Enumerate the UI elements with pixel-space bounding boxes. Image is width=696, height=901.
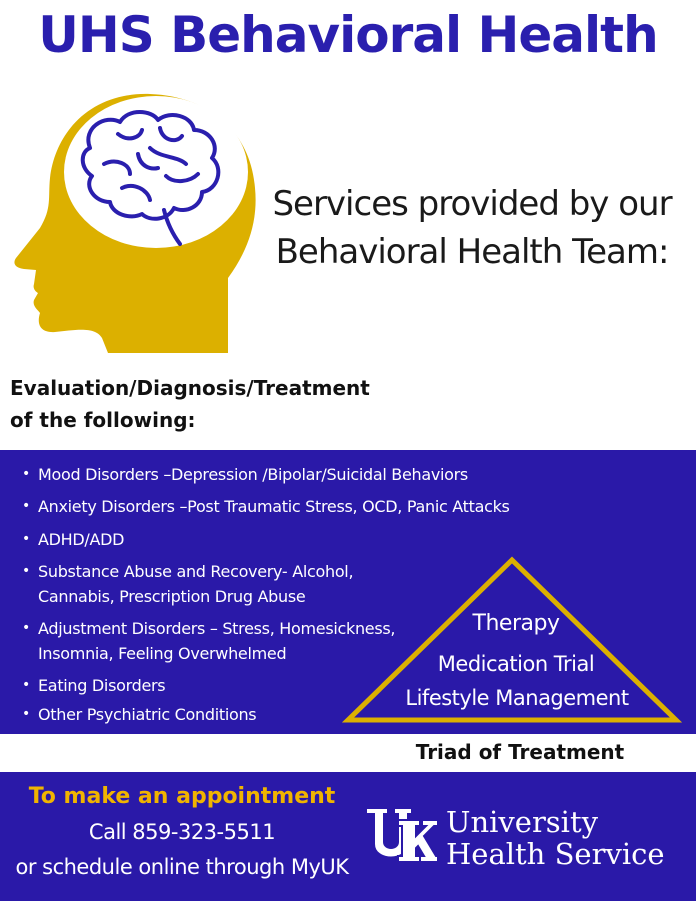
list-item: ADHD/ADD — [22, 527, 125, 552]
list-item: Mood Disorders –Depression /Bipolar/Suic… — [22, 462, 468, 487]
triad-item-therapy: Therapy — [472, 611, 560, 636]
appointment-phone: Call 859-323-5511 — [88, 820, 276, 844]
list-item: Eating Disorders — [22, 673, 166, 698]
evaluation-heading: Evaluation/Diagnosis/Treatment of the fo… — [10, 372, 430, 436]
brain-icon — [80, 110, 221, 246]
head-brain-icon — [14, 93, 256, 353]
list-item: Other Psychiatric Conditions — [22, 702, 257, 727]
appointment-panel — [0, 772, 696, 901]
list-item: Anxiety Disorders –Post Traumatic Stress… — [22, 494, 510, 519]
triad-triangle — [342, 556, 682, 723]
triad-caption: Triad of Treatment — [415, 740, 625, 764]
head-inner-circle — [64, 96, 248, 248]
list-item: Adjustment Disorders – Stress, Homesickn… — [22, 616, 396, 641]
appointment-online: or schedule online through MyUK — [15, 855, 349, 879]
services-line-1: Services provided by our — [272, 184, 672, 224]
list-item-continuation: Insomnia, Feeling Overwhelmed — [38, 644, 287, 663]
services-line-2: Behavioral Health Team: — [275, 232, 670, 272]
appointment-heading: To make an appointment — [28, 784, 336, 809]
triad-item-medication: Medication Trial — [437, 652, 595, 676]
uhs-logo-line-2: Health Service — [446, 837, 665, 871]
uk-logo-icon — [365, 807, 438, 863]
list-item-continuation: Cannabis, Prescription Drug Abuse — [38, 587, 306, 606]
evaluation-line-2: of the following: — [10, 408, 196, 432]
uhs-logo-line-1: University — [446, 805, 598, 839]
triad-item-lifestyle: Lifestyle Management — [405, 686, 629, 710]
list-item: Substance Abuse and Recovery- Alcohol, — [22, 559, 354, 584]
services-heading: Services provided by our Behavioral Heal… — [262, 180, 682, 276]
page-title: UHS Behavioral Health — [38, 6, 658, 64]
evaluation-line-1: Evaluation/Diagnosis/Treatment — [10, 376, 370, 400]
